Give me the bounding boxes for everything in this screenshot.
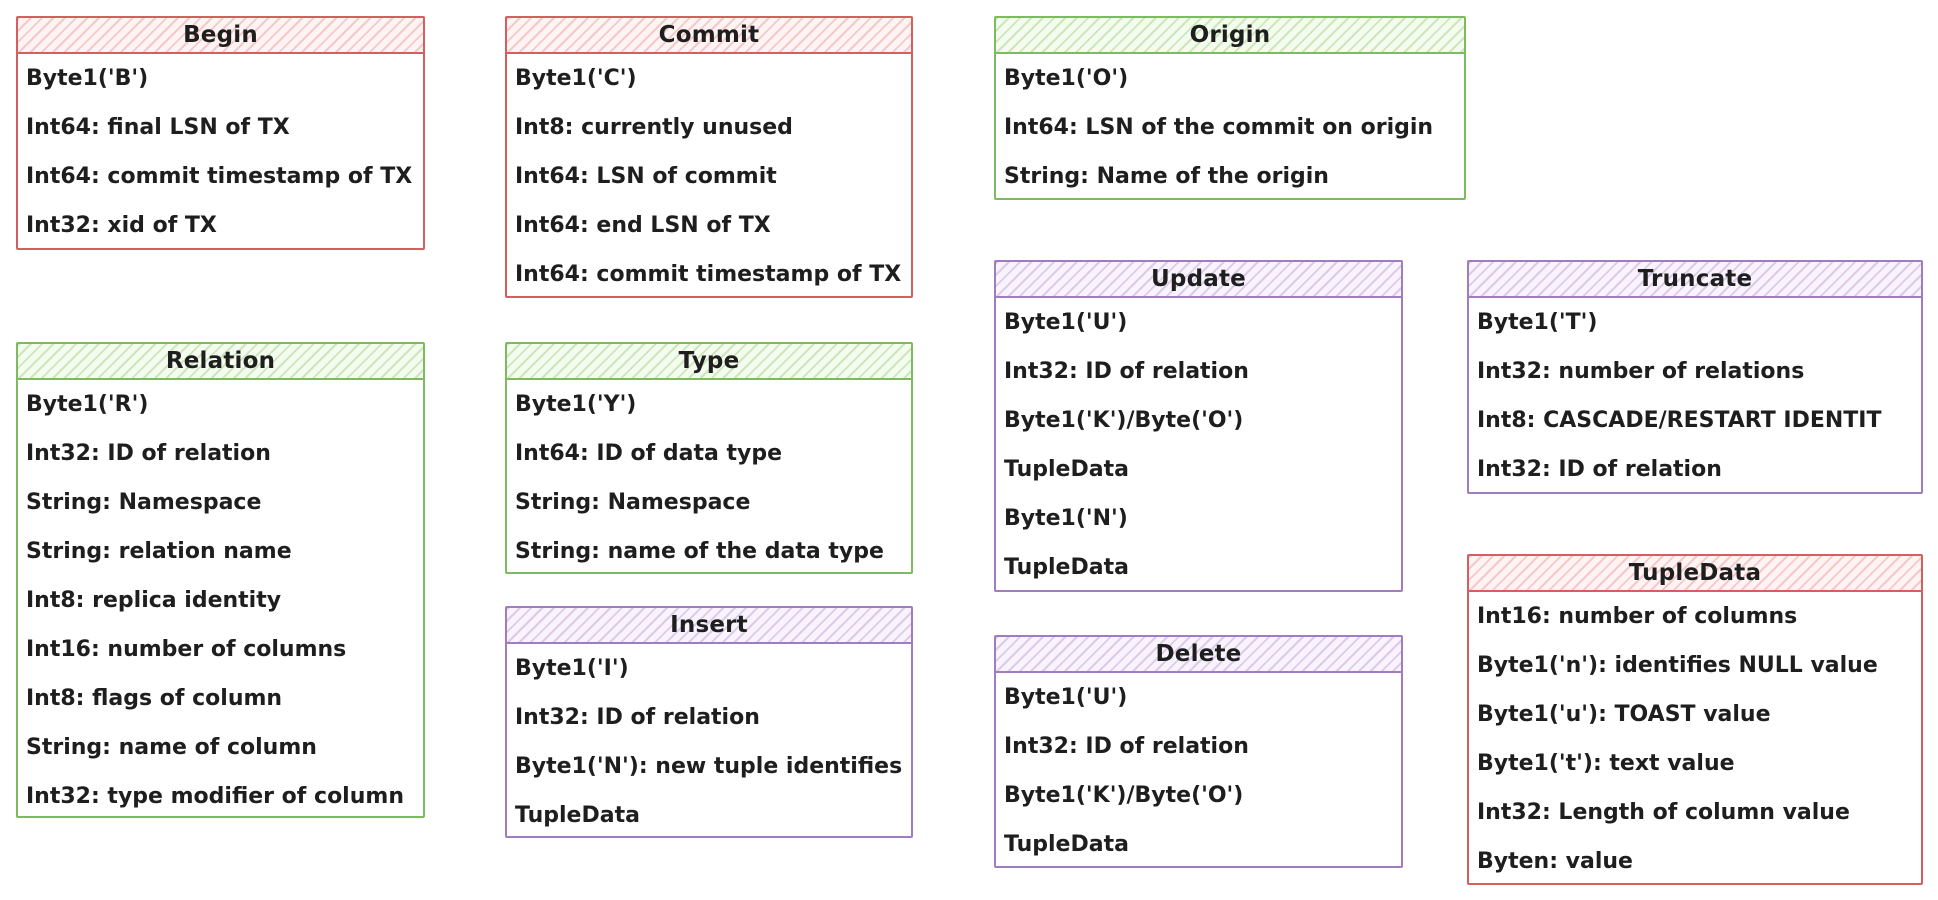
relation-field: Byte1('R') — [26, 392, 149, 417]
tupledata-field: Byte1('u'): TOAST value — [1477, 702, 1771, 727]
begin-box: Begin Byte1('B') Int64: final LSN of TX … — [16, 16, 425, 250]
update-title: Update — [996, 262, 1401, 298]
insert-title: Insert — [507, 608, 911, 644]
origin-title: Origin — [996, 18, 1464, 54]
truncate-field: Byte1('T') — [1477, 310, 1598, 335]
delete-field: Byte1('U') — [1004, 685, 1128, 710]
relation-field: String: Namespace — [26, 490, 262, 515]
delete-box: Delete Byte1('U') Int32: ID of relation … — [994, 635, 1403, 868]
truncate-field: Int32: ID of relation — [1477, 457, 1722, 482]
relation-field: Int32: ID of relation — [26, 441, 271, 466]
commit-box: Commit Byte1('C') Int8: currently unused… — [505, 16, 913, 298]
truncate-box: Truncate Byte1('T') Int32: number of rel… — [1467, 260, 1923, 494]
tupledata-field: Byten: value — [1477, 849, 1633, 874]
update-box: Update Byte1('U') Int32: ID of relation … — [994, 260, 1403, 592]
type-field: Byte1('Y') — [515, 392, 637, 417]
truncate-title: Truncate — [1469, 262, 1921, 298]
origin-field: String: Name of the origin — [1004, 164, 1329, 189]
update-field: TupleData — [1004, 555, 1129, 580]
tupledata-field: Byte1('t'): text value — [1477, 751, 1735, 776]
insert-field: TupleData — [515, 803, 640, 828]
type-field: Int64: ID of data type — [515, 441, 783, 466]
origin-box: Origin Byte1('O') Int64: LSN of the comm… — [994, 16, 1466, 200]
relation-field: String: name of column — [26, 735, 317, 760]
update-field: Int32: ID of relation — [1004, 359, 1249, 384]
delete-field: Int32: ID of relation — [1004, 734, 1249, 759]
relation-box: Relation Byte1('R') Int32: ID of relatio… — [16, 342, 425, 818]
commit-field: Int64: commit timestamp of TX — [515, 262, 902, 287]
tupledata-field: Int32: Length of column value — [1477, 800, 1850, 825]
truncate-field: Int8: CASCADE/RESTART IDENTIT — [1477, 408, 1882, 433]
delete-field: TupleData — [1004, 832, 1129, 857]
relation-field: Int8: flags of column — [26, 686, 283, 711]
relation-field: Int8: replica identity — [26, 588, 282, 613]
truncate-field: Int32: number of relations — [1477, 359, 1805, 384]
begin-field: Byte1('B') — [26, 66, 149, 91]
commit-title: Commit — [507, 18, 911, 54]
type-field: String: name of the data type — [515, 539, 884, 564]
tupledata-title: TupleData — [1469, 556, 1921, 592]
delete-title: Delete — [996, 637, 1401, 673]
delete-field: Byte1('K')/Byte('O') — [1004, 783, 1244, 808]
tupledata-field: Int16: number of columns — [1477, 604, 1798, 629]
insert-field: Byte1('I') — [515, 656, 629, 681]
type-title: Type — [507, 344, 911, 380]
relation-field: Int32: type modifier of column — [26, 784, 404, 809]
relation-title: Relation — [18, 344, 423, 380]
insert-field: Byte1('N'): new tuple identifies — [515, 754, 903, 779]
tupledata-field: Byte1('n'): identifies NULL value — [1477, 653, 1878, 678]
commit-field: Int64: LSN of commit — [515, 164, 777, 189]
insert-box: Insert Byte1('I') Int32: ID of relation … — [505, 606, 913, 838]
commit-field: Byte1('C') — [515, 66, 637, 91]
update-field: TupleData — [1004, 457, 1129, 482]
update-field: Byte1('U') — [1004, 310, 1128, 335]
begin-title: Begin — [18, 18, 423, 54]
update-field: Byte1('N') — [1004, 506, 1128, 531]
type-field: String: Namespace — [515, 490, 751, 515]
begin-field: Int64: commit timestamp of TX — [26, 164, 413, 189]
update-field: Byte1('K')/Byte('O') — [1004, 408, 1244, 433]
commit-field: Int8: currently unused — [515, 115, 793, 140]
begin-field: Int32: xid of TX — [26, 213, 217, 238]
insert-field: Int32: ID of relation — [515, 705, 760, 730]
commit-field: Int64: end LSN of TX — [515, 213, 771, 238]
tupledata-box: TupleData Int16: number of columns Byte1… — [1467, 554, 1923, 885]
relation-field: String: relation name — [26, 539, 292, 564]
begin-field: Int64: final LSN of TX — [26, 115, 290, 140]
origin-field: Int64: LSN of the commit on origin — [1004, 115, 1434, 140]
relation-field: Int16: number of columns — [26, 637, 347, 662]
origin-field: Byte1('O') — [1004, 66, 1129, 91]
type-box: Type Byte1('Y') Int64: ID of data type S… — [505, 342, 913, 574]
